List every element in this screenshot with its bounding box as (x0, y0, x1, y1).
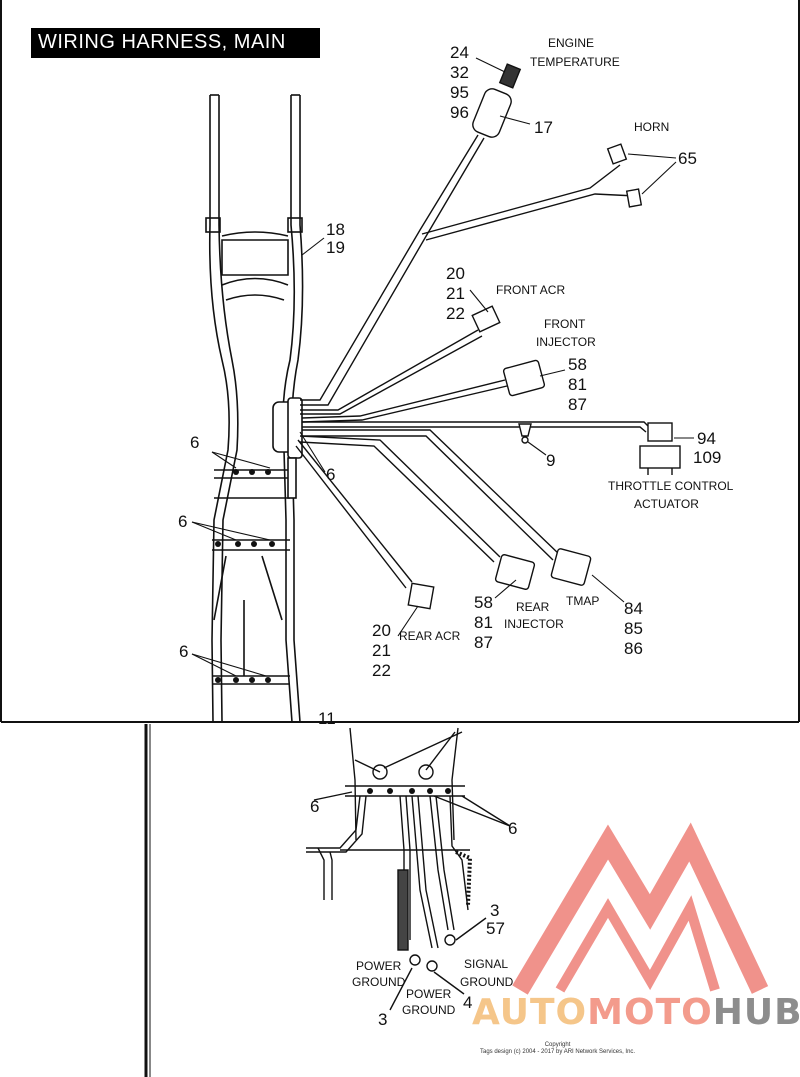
front-acr-num-2: 21 (446, 284, 465, 303)
callout-6-lower-left: 6 (310, 797, 319, 816)
callout-6-left-a: 6 (190, 433, 199, 452)
engine-temp-num-2: 32 (450, 63, 469, 82)
callout-3-upper: 3 (490, 901, 499, 920)
harness-branches (295, 134, 651, 589)
callout-6-center: 6 (326, 465, 335, 484)
front-acr-connector (471, 305, 501, 333)
power-ground-mid-1: POWER (406, 987, 452, 1001)
rear-injector-connector (494, 554, 536, 590)
copyright-line-2: Tags design (c) 2004 - 2017 by ARI Netwo… (480, 1049, 636, 1055)
power-ground-left-1: POWER (356, 959, 402, 973)
callout-19: 19 (326, 238, 345, 257)
engine-temp-num-3: 95 (450, 83, 469, 102)
front-injector-label-2: INJECTOR (536, 335, 596, 349)
front-injector-num-1: 58 (568, 355, 587, 374)
rear-acr-connector (407, 582, 435, 610)
rear-acr-num-3: 22 (372, 661, 391, 680)
rear-injector-num-1: 58 (474, 593, 493, 612)
front-acr-label: FRONT ACR (496, 283, 565, 297)
front-acr-num-3: 22 (446, 304, 465, 323)
watermark-part-3: HUB (712, 992, 800, 1033)
cable-ties (215, 469, 275, 683)
lower-detail (306, 727, 511, 1011)
callout-11: 11 (318, 709, 336, 728)
rear-acr-num-2: 21 (372, 641, 391, 660)
watermark-logo-icon (512, 822, 769, 995)
engine-temp-num-4: 96 (450, 103, 469, 122)
harness-junction (272, 397, 303, 499)
lower-cable-ties (367, 788, 451, 794)
title-banner (31, 28, 320, 58)
signal-ground-2: GROUND (460, 975, 514, 989)
tmap-label: TMAP (566, 594, 599, 608)
watermark-part-1: AUTO (472, 992, 588, 1033)
watermark-part-2: MOTO (587, 992, 713, 1033)
rear-injector-num-3: 87 (474, 633, 493, 652)
power-ground-mid-2: GROUND (402, 1003, 456, 1017)
rear-acr-num-1: 20 (372, 621, 391, 640)
rear-injector-label-2: INJECTOR (504, 617, 564, 631)
callout-3-bottom: 3 (378, 1010, 387, 1029)
front-injector-label-1: FRONT (544, 317, 586, 331)
signal-ground-1: SIGNAL (464, 957, 508, 971)
clip-9 (518, 423, 532, 444)
callout-57: 57 (486, 919, 505, 938)
callout-4: 4 (463, 993, 472, 1012)
callout-6-left-b: 6 (178, 512, 187, 531)
tmap-connector (550, 548, 592, 586)
copyright-notice: Copyright Tags design (c) 2004 - 2017 by… (480, 1042, 635, 1056)
front-acr-num-1: 20 (446, 264, 465, 283)
callout-17: 17 (534, 118, 553, 137)
callout-109: 109 (693, 448, 721, 467)
front-injector-num-3: 87 (568, 395, 587, 414)
throttle-label-2: ACTUATOR (634, 497, 699, 511)
power-ground-left-2: GROUND (352, 975, 406, 989)
tmap-num-2: 85 (624, 619, 643, 638)
copyright-line-1: Copyright (544, 1042, 571, 1048)
callout-6-left-c: 6 (179, 642, 188, 661)
front-injector-num-2: 81 (568, 375, 587, 394)
throttle-control-actuator (639, 422, 681, 475)
engine-temperature-sensor (472, 63, 522, 138)
callout-94: 94 (697, 429, 716, 448)
rear-injector-num-2: 81 (474, 613, 493, 632)
callout-9: 9 (546, 451, 555, 470)
tmap-num-1: 84 (624, 599, 643, 618)
horn-label: HORN (634, 120, 669, 134)
leader-lines (191, 57, 694, 677)
engine-temp-label-1: ENGINE (548, 36, 594, 50)
page-title: WIRING HARNESS, MAIN (38, 31, 286, 53)
throttle-label-1: THROTTLE CONTROL (608, 479, 734, 493)
engine-temp-label-2: TEMPERATURE (530, 55, 620, 69)
horn-connectors (606, 143, 643, 208)
engine-temp-num-1: 24 (450, 43, 469, 62)
callout-6-lower-right: 6 (508, 819, 517, 838)
tmap-num-3: 86 (624, 639, 643, 658)
frame-rails (205, 94, 304, 723)
callout-65: 65 (678, 149, 697, 168)
callout-18: 18 (326, 220, 345, 239)
callout-labels: 24 32 95 96 ENGINE TEMPERATURE 17 HORN 6… (178, 36, 734, 1029)
rear-injector-label-1: REAR (516, 600, 550, 614)
rear-acr-label: REAR ACR (399, 629, 461, 643)
front-injector-connector (502, 359, 546, 397)
watermark-text: AUTOMOTOHUB (472, 992, 800, 1033)
